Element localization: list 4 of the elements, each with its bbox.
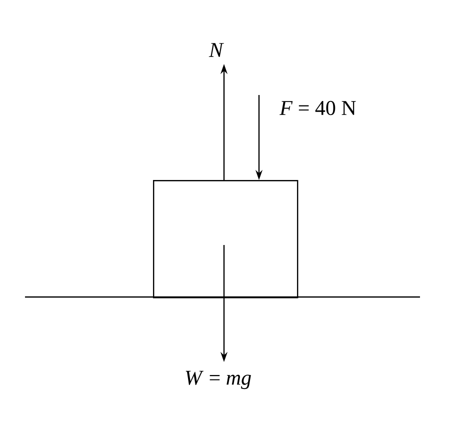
force-label: W = mg — [186, 370, 251, 390]
force-label: F = 40 N — [280, 100, 356, 116]
block — [153, 180, 298, 298]
force-label: N — [208, 43, 224, 57]
